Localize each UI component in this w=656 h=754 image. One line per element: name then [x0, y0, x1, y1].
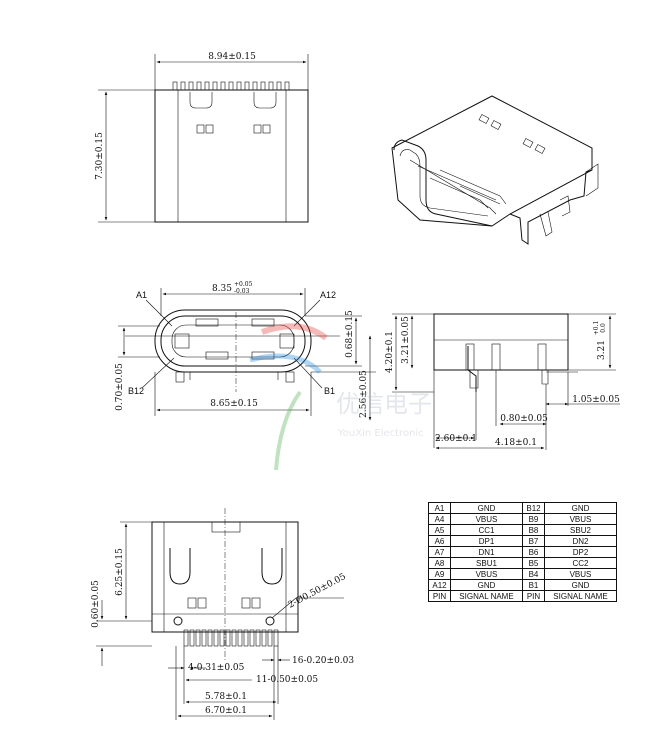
front-left-dim: 0.70±0.05	[115, 363, 125, 411]
footprint-pad-width-dim2: 16-0.20±0.03	[292, 656, 354, 666]
pin-cell: B4	[522, 568, 545, 580]
mount-hole-right	[265, 616, 275, 626]
pin-cell: A7	[428, 546, 451, 558]
footprint-vert-short-dim: 0.60±0.05	[91, 580, 101, 628]
signal-cell: SIGNAL NAME	[544, 590, 617, 602]
pin-a1-label: A1	[136, 290, 147, 300]
side-tail-dim: 1.05±0.05	[572, 395, 620, 405]
front-right-dim-bottom: 2.56±0.05	[359, 370, 369, 418]
side-right-dim-tol-upper: +0.1	[593, 321, 600, 336]
signal-cell: CC1	[450, 524, 523, 536]
signal-cell: DP1	[450, 535, 523, 547]
side-pitch-dim: 0.80±0.05	[500, 414, 548, 424]
signal-cell: SIGNAL NAME	[450, 590, 523, 602]
signal-cell: SBU2	[544, 524, 617, 536]
signal-cell: VBUS	[544, 568, 617, 580]
receptacle-shell	[154, 309, 312, 373]
pin-cell: A6	[428, 535, 451, 547]
front-view: 8.35 +0.05 -0.03 A1 A12 B12 B1 8.65±0.15…	[115, 281, 376, 421]
footprint-pitch-dim: 11-0.50±0.05	[256, 675, 318, 685]
signal-cell: VBUS	[450, 513, 523, 525]
pin-cell: B8	[522, 524, 545, 536]
pin-cell: A9	[428, 568, 451, 580]
pin-b12-label: B12	[128, 386, 144, 396]
front-width-dim: 8.65±0.15	[210, 399, 258, 409]
signal-cell: GND	[450, 579, 523, 591]
watermark-logo: 优信电子 YouXin Electronic	[249, 323, 432, 471]
signal-cell: GND	[544, 502, 617, 514]
pin-cell: B9	[522, 513, 545, 525]
pin-cell: PIN	[428, 590, 451, 602]
top-width-dim: 8.94±0.15	[208, 52, 256, 62]
footprint-vert-long-dim: 6.25±0.15	[115, 548, 125, 596]
side-right-dim: 3.21	[597, 340, 607, 360]
pin-cell: B1	[522, 579, 545, 591]
front-right-dim-top: 0.68±0.15	[345, 310, 355, 358]
signal-cell: GND	[544, 579, 617, 591]
signal-cell: VBUS	[450, 568, 523, 580]
signal-cell: CC2	[544, 557, 617, 569]
pin-cell: A5	[428, 524, 451, 536]
watermark-cn-text: 优信电子	[336, 390, 432, 418]
opening-dim: 8.35	[212, 284, 232, 294]
pin-cell: B7	[522, 535, 545, 547]
top-view-pins	[172, 81, 290, 91]
footprint-pad-width-dim: 4-0.31±0.05	[188, 663, 245, 673]
footprint-hole-dim: 2-Ø0.50±0.05	[286, 571, 348, 611]
footprint-pads	[183, 629, 279, 647]
side-right-dim-tol-lower: 0.0	[600, 323, 607, 333]
footprint-span-dim: 5.78±0.1	[205, 692, 247, 702]
opening-dim-tol-upper: +0.05	[234, 281, 253, 288]
mount-hole-left	[173, 616, 183, 626]
side-body	[433, 313, 569, 371]
signal-cell: DN2	[544, 535, 617, 547]
watermark-en-text: YouXin Electronic	[337, 428, 424, 439]
side-height-dim: 4.20±0.1	[385, 331, 395, 373]
side-view: 4.20±0.1 3.21±0.05 3.21 +0.1 0.0 0.80±0.…	[385, 313, 620, 450]
footprint-overall-dim: 6.70±0.1	[205, 706, 247, 716]
pin-cell: A1	[428, 502, 451, 514]
signal-cell: SBU1	[450, 557, 523, 569]
pin-cell: B6	[522, 546, 545, 558]
pin-cell: A4	[428, 513, 451, 525]
pin-cell: A12	[428, 579, 451, 591]
footprint-view: 6.25±0.15 0.60±0.05 2-Ø0.50±0.05 4-0.31±…	[91, 508, 354, 720]
opening-dim-tol-lower: -0.03	[234, 288, 250, 295]
signal-cell: GND	[450, 502, 523, 514]
pin-cell: A8	[428, 557, 451, 569]
pin-cell: B12	[522, 502, 545, 514]
signal-cell: DP2	[544, 546, 617, 558]
pin-b1-label: B1	[324, 386, 335, 396]
side-body-dim: 3.21±0.05	[401, 316, 411, 364]
pin-cell: PIN	[522, 590, 545, 602]
pin-a12-label: A12	[320, 290, 336, 300]
isometric-view	[391, 95, 599, 245]
side-overall-dim: 4.18±0.1	[495, 438, 537, 448]
top-height-dim: 7.30±0.15	[95, 132, 105, 180]
pin-cell: B5	[522, 557, 545, 569]
side-offset-dim: 2.60±0.1	[435, 434, 477, 444]
signal-cell: DN1	[450, 546, 523, 558]
signal-cell: VBUS	[544, 513, 617, 525]
top-view: 8.94±0.15 7.30±0.15	[95, 52, 309, 223]
